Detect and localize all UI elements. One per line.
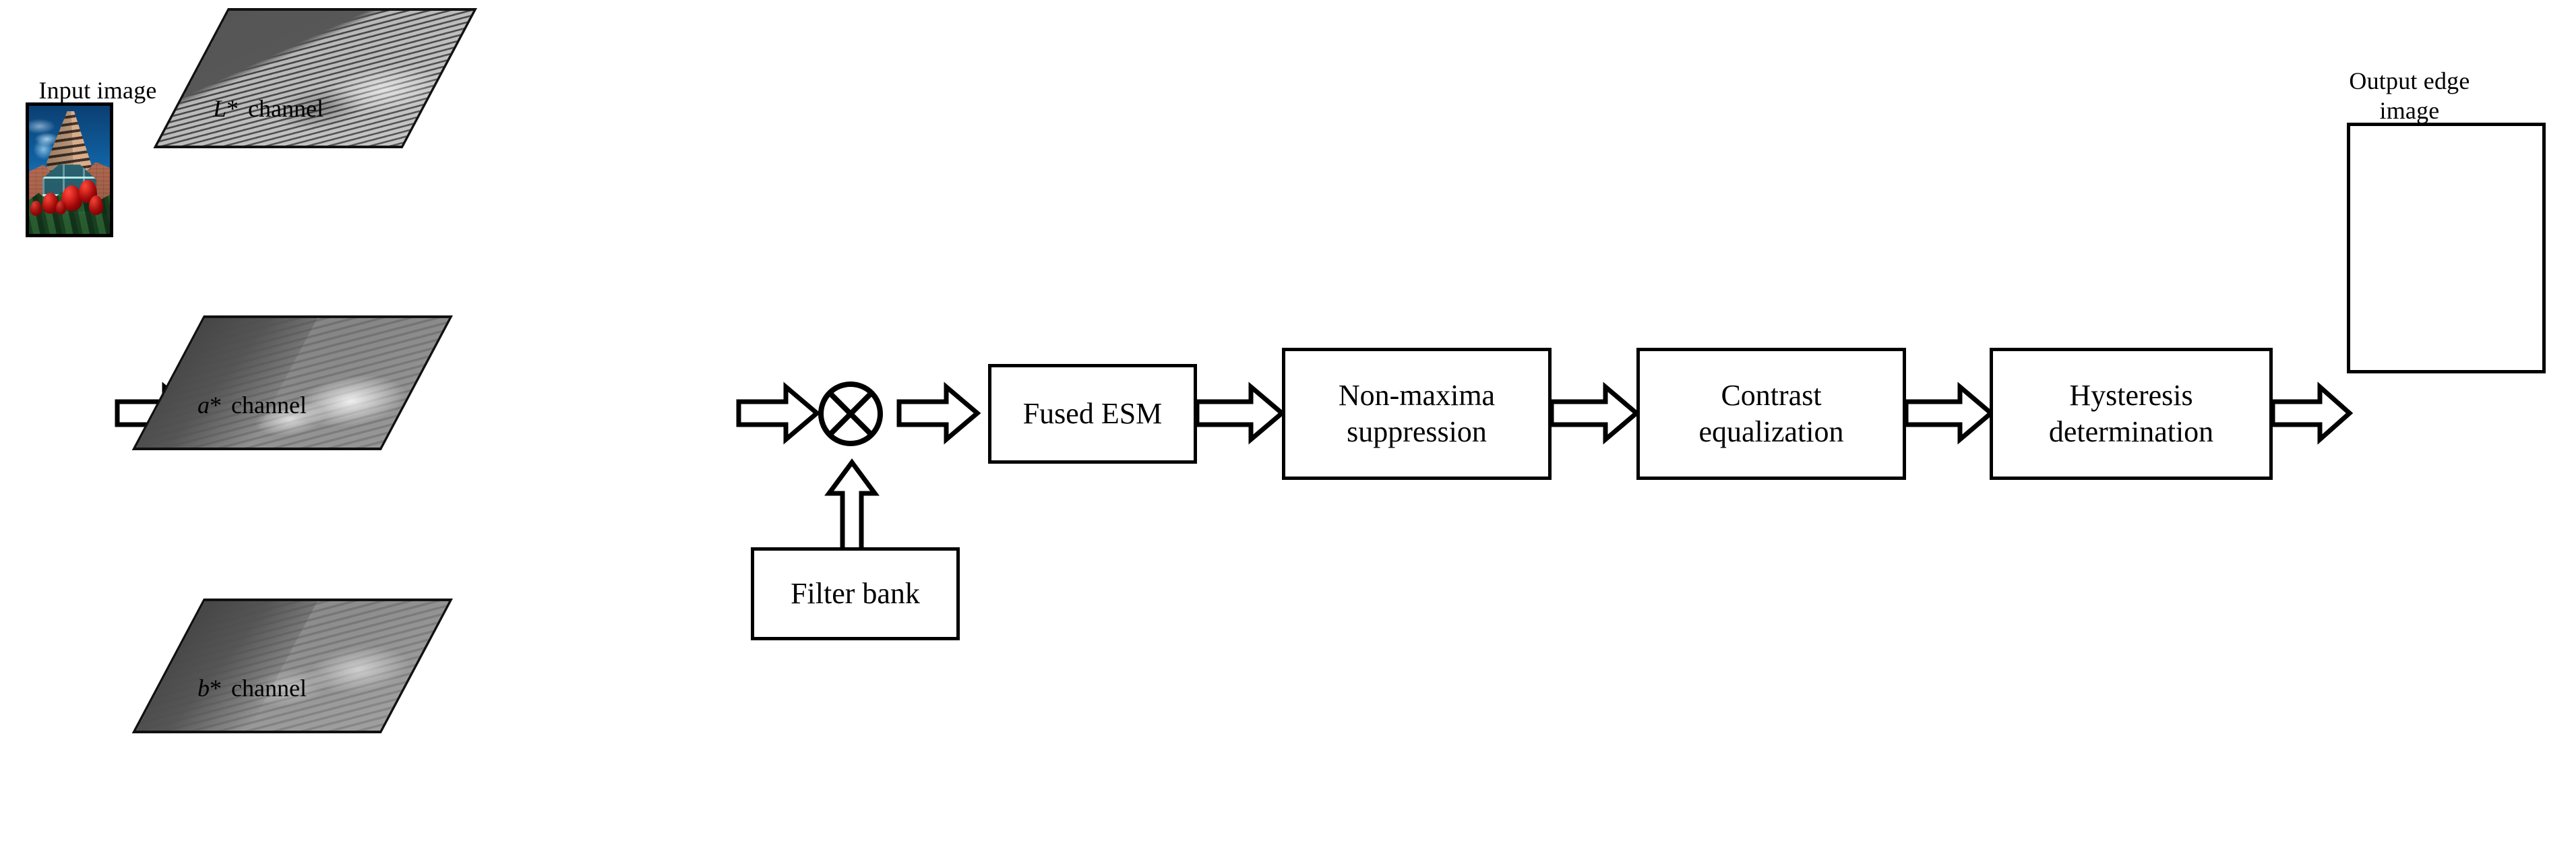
edge-image-background <box>2350 126 2542 370</box>
non-maxima-suppression-label-line2: suppression <box>1347 415 1487 448</box>
fused-esm-box[interactable]: Fused ESM <box>988 364 1197 464</box>
arrow-non-maxima-to-contrast <box>1549 381 1640 445</box>
output-edge-image-content <box>2350 126 2542 370</box>
arrow-contrast-to-hysteresis <box>1903 381 1995 445</box>
a-star-channel-word: channel <box>231 392 307 419</box>
filter-bank-box[interactable]: Filter bank <box>751 547 960 640</box>
l-star-asterisk: * <box>226 95 239 122</box>
b-star-channel-label: b* channel <box>131 674 373 702</box>
arrow-operator-to-fused-esm <box>896 381 981 445</box>
arrow-hysteresis-to-output <box>2270 381 2354 445</box>
arrow-channels-to-operator <box>736 381 821 445</box>
hysteresis-determination-box[interactable]: Hysteresis determination <box>1990 348 2273 480</box>
hysteresis-determination-label-line1: Hysteresis <box>2069 379 2193 412</box>
arrow-fused-esm-to-non-maxima <box>1194 381 1286 445</box>
input-image <box>26 102 113 237</box>
hysteresis-determination-label-line2: determination <box>2048 415 2214 448</box>
b-star-asterisk: * <box>210 675 222 702</box>
output-image-caption-line2: image <box>2379 97 2440 124</box>
contrast-equalization-label-line2: equalization <box>1698 415 1844 448</box>
l-star-channel-label: L* channel <box>147 94 390 123</box>
input-image-content <box>29 106 110 234</box>
a-star-channel-image <box>131 315 453 450</box>
non-maxima-suppression-box[interactable]: Non-maxima suppression <box>1282 348 1552 480</box>
a-star-symbol: a <box>197 392 210 419</box>
l-star-channel-shade <box>157 11 473 146</box>
photo-tulip <box>30 200 42 216</box>
filter-bank-label: Filter bank <box>791 577 920 610</box>
contrast-equalization-label-line1: Contrast <box>1721 379 1822 412</box>
l-star-symbol: L <box>213 95 227 122</box>
photo-tulip <box>88 195 104 215</box>
input-image-caption: Input image <box>38 77 157 104</box>
b-star-channel-word: channel <box>231 675 307 702</box>
non-maxima-suppression-label-line1: Non-maxima <box>1338 379 1496 412</box>
l-star-channel-word: channel <box>248 95 324 122</box>
circle-times-icon <box>814 377 887 454</box>
b-star-symbol: b <box>197 675 210 702</box>
output-edge-image <box>2347 123 2546 373</box>
contrast-equalization-box[interactable]: Contrast equalization <box>1636 348 1906 480</box>
fused-esm-label: Fused ESM <box>1022 397 1163 430</box>
l-star-channel-image <box>153 8 478 148</box>
b-star-channel-image <box>131 599 453 733</box>
a-star-asterisk: * <box>210 392 222 419</box>
output-image-caption-line1: Output edge <box>2349 67 2470 94</box>
arrow-filter-bank-to-operator <box>824 458 880 554</box>
output-image-caption: Output edge image <box>2305 66 2514 125</box>
a-star-channel-label: a* channel <box>131 391 373 419</box>
photo-tulip <box>55 200 67 215</box>
